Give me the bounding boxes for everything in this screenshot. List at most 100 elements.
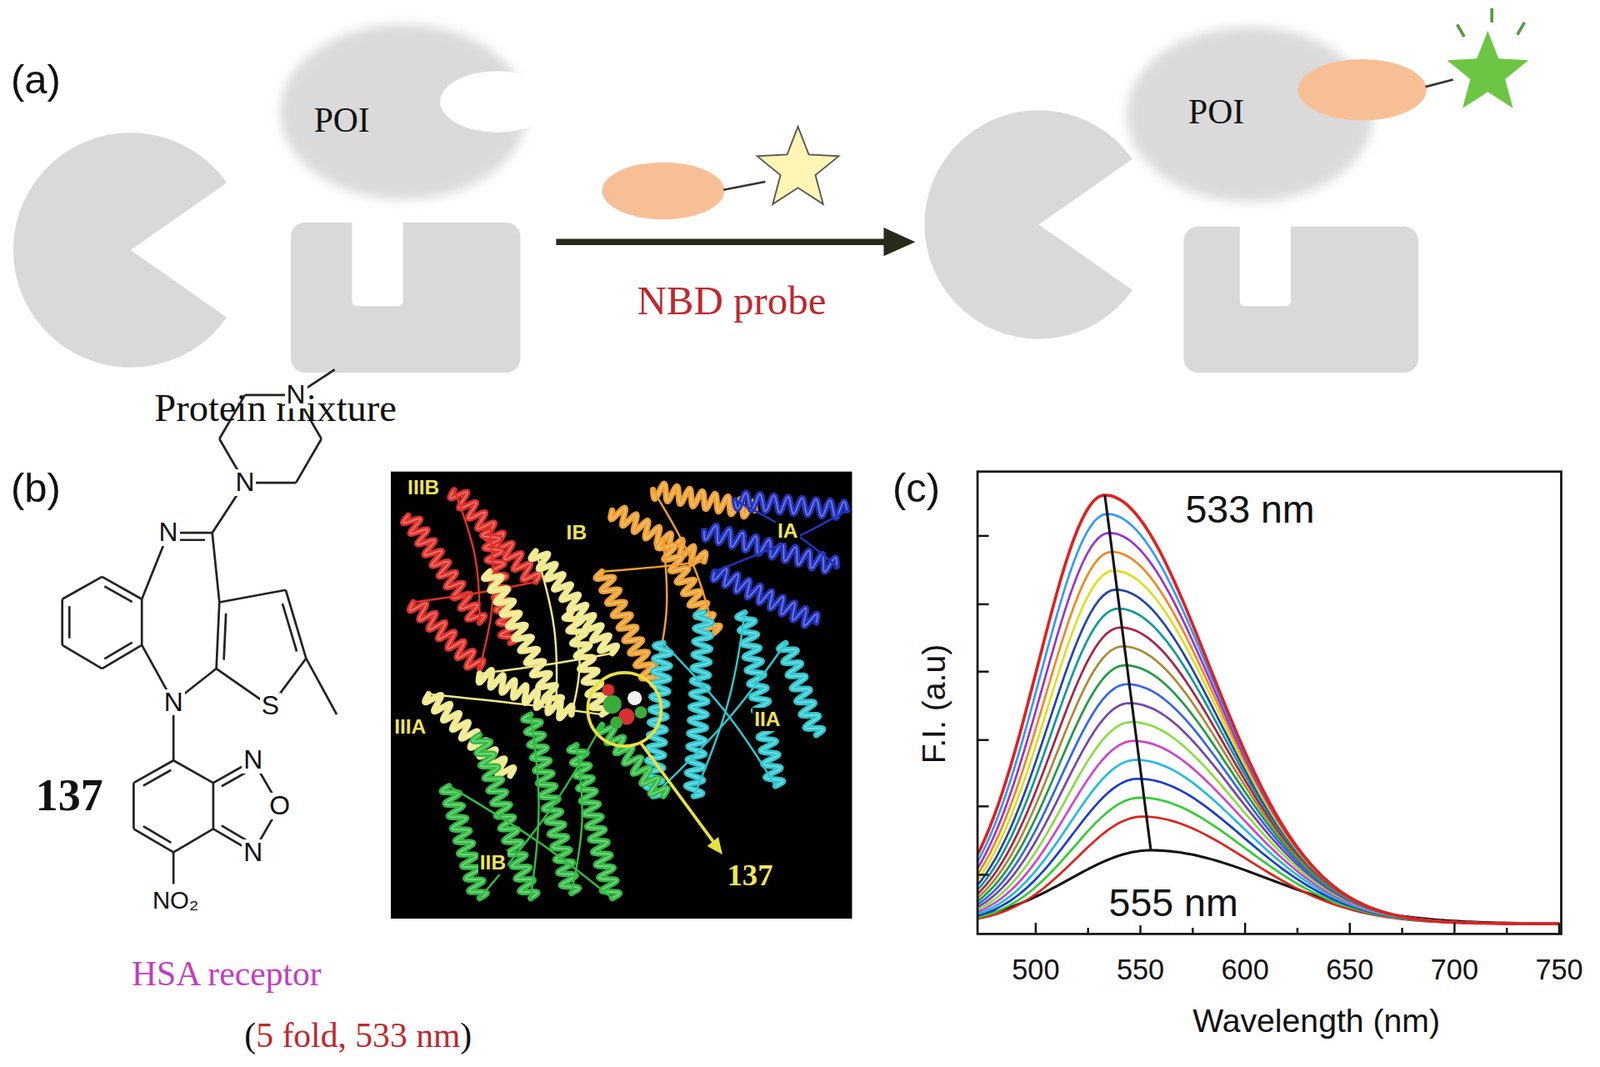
alpha-helix [564, 612, 610, 715]
glow-ray [1490, 8, 1494, 23]
spectrum-curve [977, 495, 1560, 924]
label-holder: 137 [725, 857, 775, 893]
label-holder: ( [244, 1015, 256, 1056]
alpha-helix [735, 492, 848, 518]
y-tick [977, 805, 989, 807]
protein-loop [535, 550, 557, 705]
helix-highlight [478, 670, 573, 719]
y-tick [977, 739, 989, 741]
binding-site-circle [587, 672, 661, 746]
helix-highlight [713, 568, 819, 626]
x-tick [1505, 927, 1508, 934]
protein-block [1183, 226, 1419, 373]
spectrum-curve [977, 589, 1560, 924]
chemical-bond [295, 439, 322, 484]
protein-of-interest: POI [1122, 22, 1378, 206]
label-holder: F.I. (a.u) [915, 644, 953, 765]
compound-number: 137 [725, 857, 775, 893]
helix-highlight [425, 694, 515, 776]
helix-highlight [441, 785, 487, 899]
x-tick [1086, 927, 1089, 934]
x-tick [1244, 922, 1246, 934]
protein-ribbons [403, 483, 848, 898]
receptor-label: HSA receptor [131, 954, 322, 995]
chemical-bond [132, 782, 135, 829]
x-tick [1296, 927, 1299, 934]
spectrum-curve [977, 850, 1560, 924]
curves [977, 495, 1560, 924]
chemical-bond [219, 590, 286, 603]
label-holder: IIIB [405, 475, 441, 500]
alpha-helix [713, 568, 819, 626]
tick-label: 750 [1535, 953, 1583, 986]
probe-linker [1425, 80, 1454, 88]
label-holder: 550 [1116, 953, 1165, 986]
alpha-helix [472, 735, 538, 899]
label-holder: HSA receptor [131, 954, 322, 995]
helix-highlight [595, 571, 660, 685]
chemical-bond [216, 601, 220, 669]
label-holder: 650 [1325, 953, 1374, 986]
domain-label: IIIB [405, 475, 441, 500]
label-holder: Wavelength (nm) [1192, 1001, 1440, 1040]
spectrum-curve [977, 570, 1560, 924]
atom-label: O [267, 792, 292, 820]
panel-label: (c) [892, 464, 940, 511]
protein-name: POI [314, 100, 370, 141]
binding-slot [1240, 214, 1291, 306]
protein-ellipse [1126, 26, 1374, 203]
chemical-bond [305, 658, 337, 715]
label-holder: IIIA [392, 715, 428, 739]
atom-label: N [241, 746, 265, 774]
label-holder: 700 [1430, 953, 1479, 986]
label-holder: 500 [1011, 953, 1060, 986]
helix-highlight [685, 612, 712, 796]
ligand-atom-sphere [601, 683, 615, 696]
chemical-structure [62, 369, 337, 884]
ligand-atom-sphere [610, 716, 623, 730]
double-bond [224, 613, 227, 660]
alpha-helix [597, 724, 668, 796]
chemical-bond [60, 599, 64, 645]
tick-label: 650 [1325, 953, 1374, 986]
domain-label: IA [775, 519, 800, 543]
node-outline [1122, 22, 1378, 206]
reagent-label: NBD probe [636, 277, 826, 325]
double-bond [143, 770, 171, 786]
atom-label: N [233, 469, 256, 496]
glow-ray [1517, 22, 1525, 35]
helix-highlight [779, 642, 824, 735]
binding-pocket [440, 71, 555, 133]
atom-label: NO₂ [150, 887, 200, 912]
chemical-bond [172, 851, 175, 884]
fluorophore-star [757, 126, 840, 205]
label-holder: N [157, 519, 180, 546]
chemical-bond [212, 782, 215, 829]
ligand-atom-sphere [603, 695, 622, 714]
domain-label: IIB [478, 850, 508, 875]
protein-pacman [13, 132, 227, 368]
chart-frame [977, 471, 1561, 935]
double-bond [282, 603, 297, 651]
callout-arrow [640, 742, 715, 843]
spectrum-curve [977, 514, 1560, 925]
axis-title: F.I. (a.u) [915, 644, 953, 765]
protein-pacman [924, 110, 1132, 339]
protein-name: POI [1188, 92, 1245, 133]
helix-highlight [735, 492, 848, 518]
atom-label: N [162, 689, 185, 716]
panel-label: (b) [10, 464, 61, 511]
label-holder: 5 fold, 533 nm [255, 1015, 460, 1056]
label-holder: 555 nm [1107, 880, 1240, 926]
label-holder: N [285, 381, 308, 409]
peak-label: 555 nm [1107, 880, 1240, 926]
alpha-helix [685, 612, 712, 796]
label-holder: (c) [892, 464, 940, 511]
y-tick [977, 603, 989, 605]
alpha-helix [610, 507, 706, 564]
compound-number: 137 [35, 770, 104, 822]
protein-loop [449, 785, 613, 899]
